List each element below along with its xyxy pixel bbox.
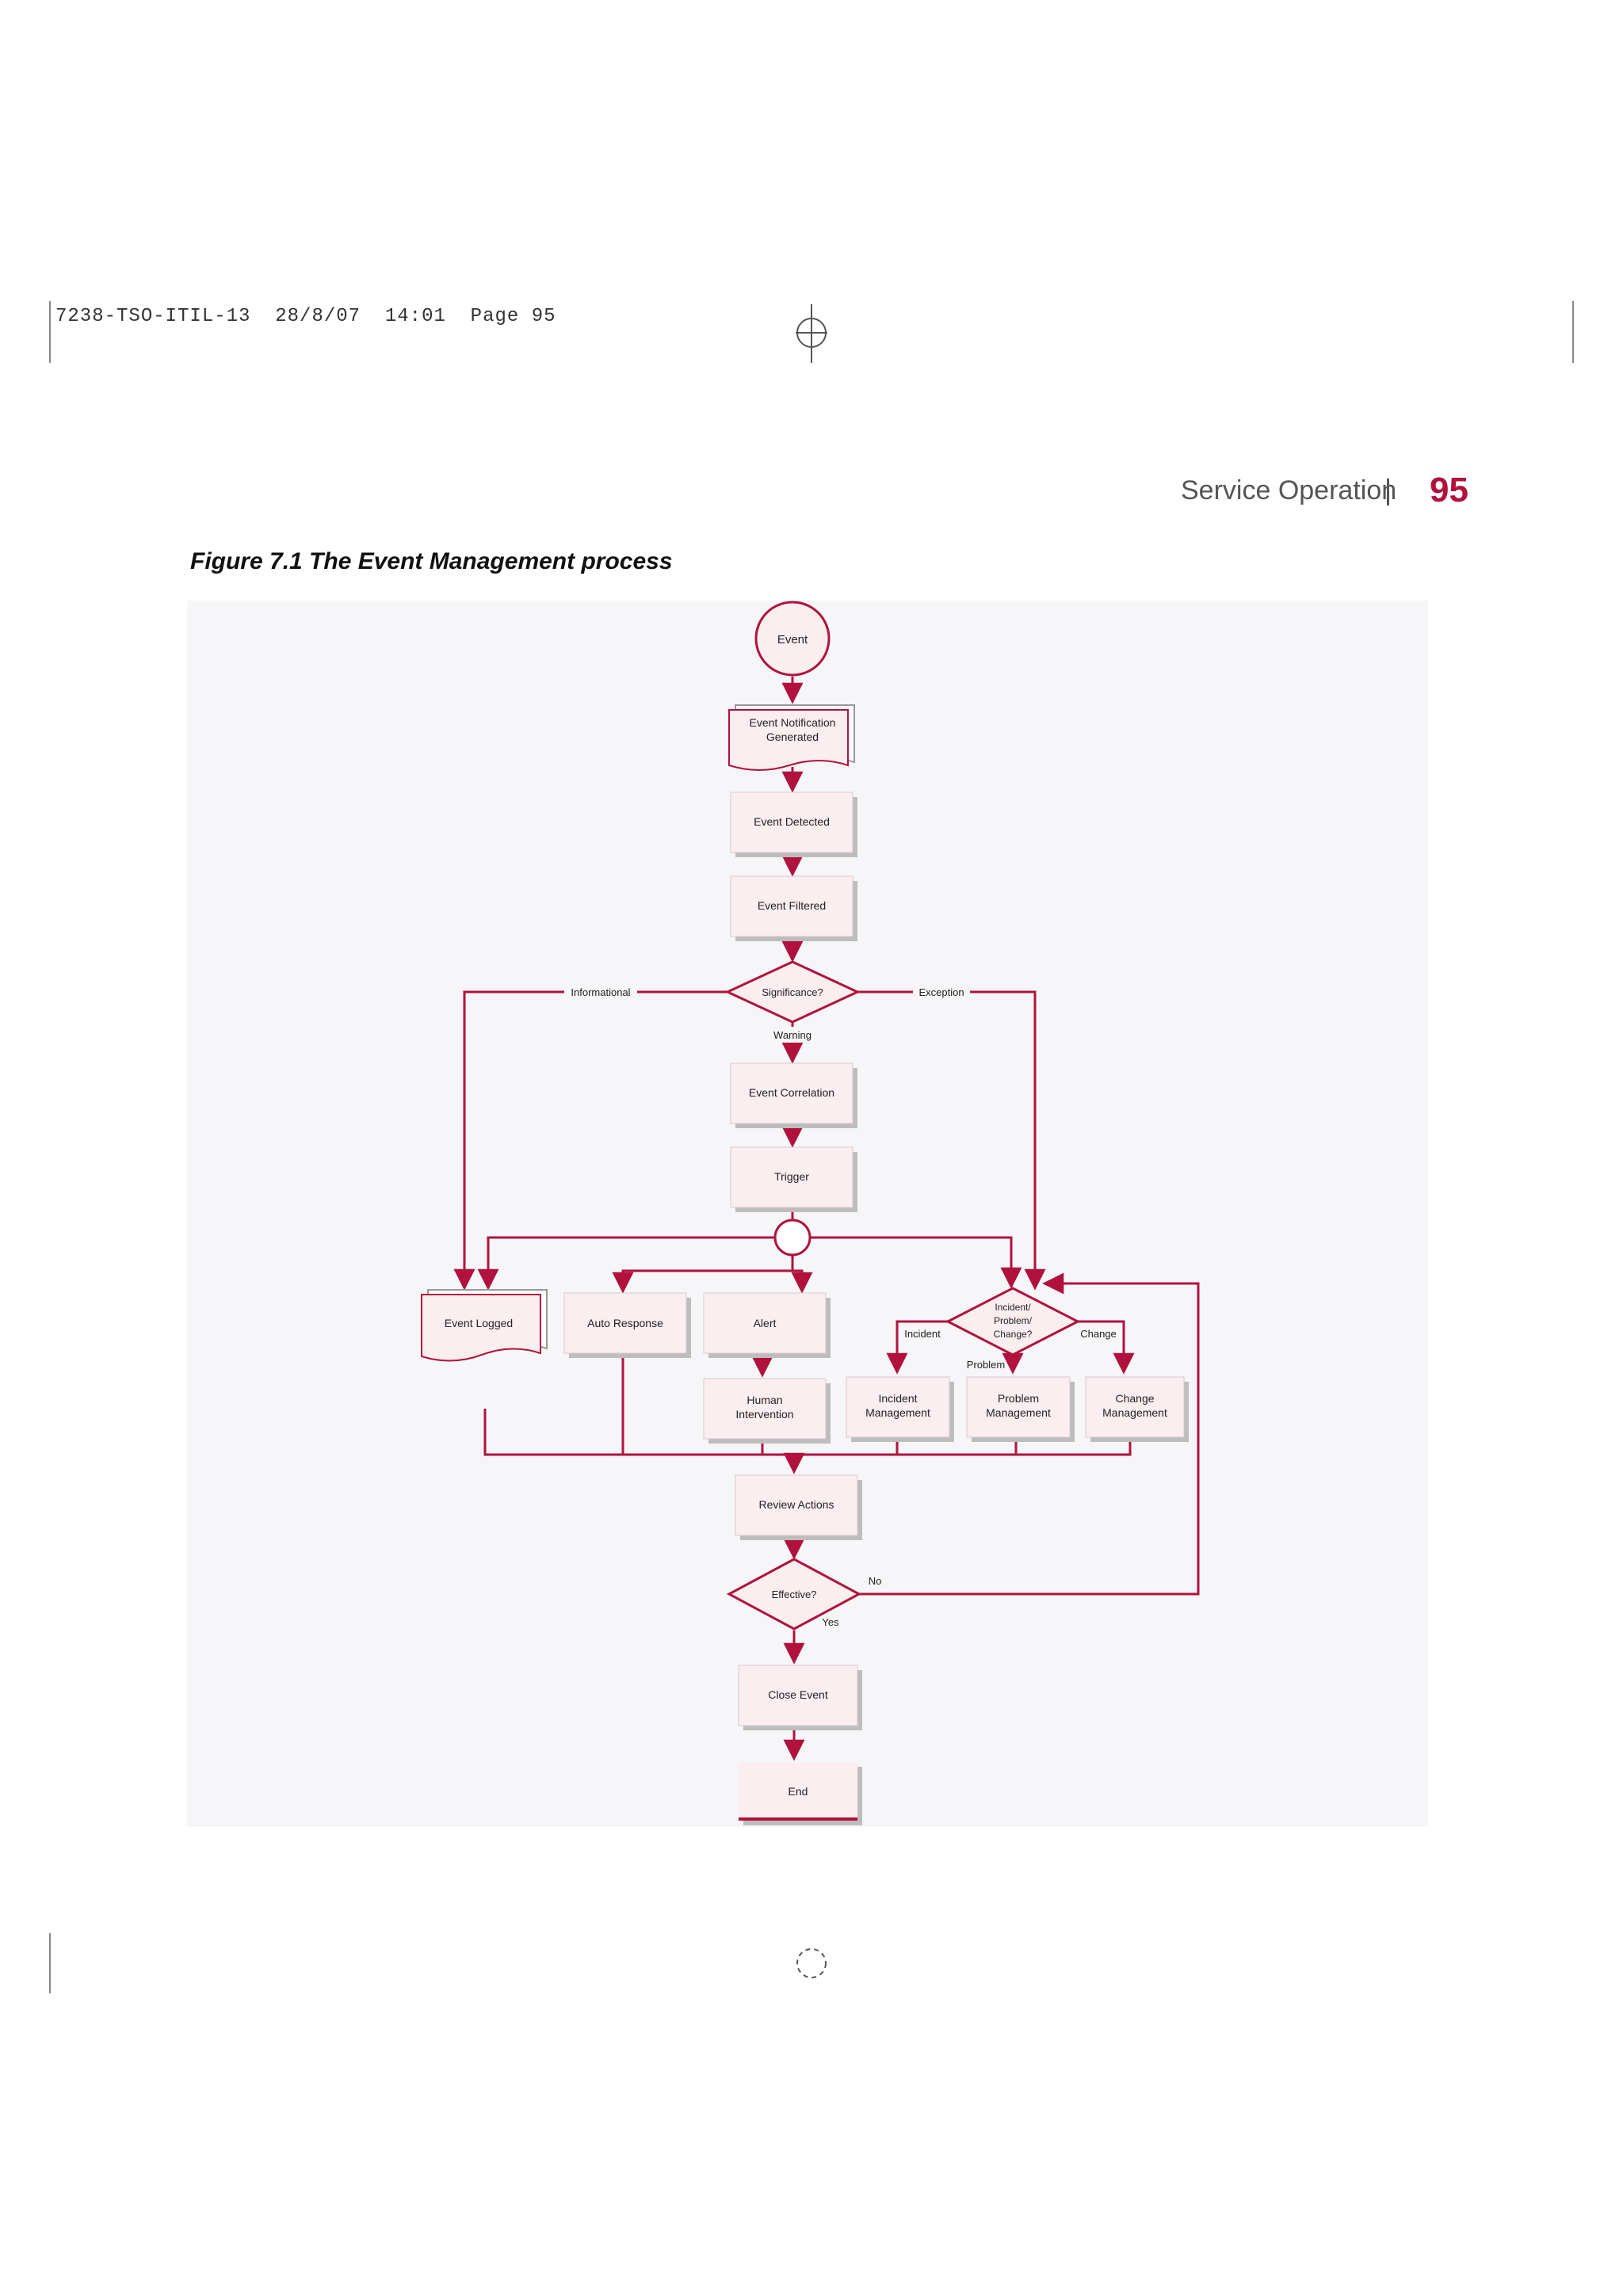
node-effective: Effective? [726,1558,862,1630]
node-event-notification-line-2: Generated [766,730,819,743]
node-event-detected-label: Event Detected [754,815,830,828]
edge-labels: Informational Exception Warning Incident… [564,984,1117,1628]
node-event-logged: Event Logged [421,1289,548,1362]
node-incident-management-line-1: Incident [878,1392,917,1405]
node-effective-label: Effective? [772,1589,817,1600]
label-incident: Incident [904,1328,941,1340]
edge-no-loop [857,1272,1200,1596]
node-trigger: Trigger [730,1146,857,1212]
node-problem-management-line-2: Management [986,1406,1051,1419]
node-incident-management-line-2: Management [865,1406,930,1419]
edge-junction-to-ipc [810,1236,1022,1289]
node-review-actions-label: Review Actions [759,1498,834,1511]
label-warning: Warning [773,1029,812,1041]
label-change: Change [1080,1328,1117,1340]
node-junction [773,1219,812,1257]
crop-mark-left-bottom [49,1933,51,1993]
node-event-notification: Event Notification Generated [728,704,855,771]
node-close-event-label: Close Event [768,1688,828,1701]
registration-mark-top [796,304,827,363]
registration-mark-bottom [796,1948,827,1978]
label-yes: Yes [822,1616,839,1628]
connectors [453,677,1200,1761]
node-human-intervention: Human Intervention [703,1378,831,1444]
print-slug-line: 7238-TSO-ITIL-13 28/8/07 14:01 Page 95 [55,306,556,327]
node-end: End [739,1762,862,1825]
node-human-intervention-line-1: Human [747,1394,782,1406]
node-ipc-line-2: Problem/ [994,1315,1033,1326]
node-event-filtered: Event Filtered [730,875,857,941]
edge-informational [453,990,727,1291]
node-human-intervention-line-2: Intervention [735,1408,793,1421]
node-significance-label: Significance? [762,986,823,998]
node-alert-label: Alert [754,1317,777,1329]
edge-ipc-incident [886,1320,949,1375]
node-problem-management: Problem Management [966,1376,1075,1442]
node-auto-response: Auto Response [563,1292,691,1358]
node-incident-management: Incident Management [846,1376,954,1442]
running-header-section: Service Operation [1181,475,1397,505]
edge-branch-to-alert [791,1269,813,1294]
label-no: No [869,1575,882,1587]
node-end-label: End [789,1785,808,1798]
node-problem-management-line-1: Problem [998,1392,1039,1405]
edge-ipc-change [1076,1320,1135,1375]
node-change-management-line-2: Management [1102,1406,1167,1419]
crop-mark-right-top [1572,301,1574,363]
edge-exception [857,990,1046,1291]
node-review-actions: Review Actions [735,1474,862,1540]
node-incident-problem-change: Incident/ Problem/ Change? [945,1287,1081,1356]
node-event-correlation-label: Event Correlation [749,1086,834,1099]
node-alert: Alert [703,1292,831,1358]
node-significance: Significance? [724,960,861,1024]
node-change-management: Change Management [1085,1376,1189,1442]
node-event-correlation: Event Correlation [730,1062,857,1128]
node-ipc-line-3: Change? [994,1329,1033,1340]
label-informational: Informational [571,986,630,998]
figure-title: Figure 7.1 The Event Management process [190,548,673,574]
node-event: Event [754,601,831,677]
edge-junction-to-event-logged [477,1236,775,1291]
edge-branch-to-auto-response [612,1269,792,1294]
node-event-filtered-label: Event Filtered [758,899,826,912]
node-trigger-label: Trigger [774,1170,809,1183]
crop-mark-left-top [49,301,51,363]
label-problem: Problem [967,1359,1005,1371]
node-event-logged-label: Event Logged [445,1317,513,1329]
node-change-management-line-1: Change [1115,1392,1154,1405]
node-auto-response-label: Auto Response [587,1317,663,1329]
node-event-label: Event [777,633,808,646]
page-number: 95 [1430,471,1468,509]
node-close-event: Close Event [738,1665,862,1730]
running-header-divider [1387,479,1389,505]
label-exception: Exception [918,986,964,998]
node-event-detected: Event Detected [730,791,857,857]
node-ipc-line-1: Incident/ [995,1302,1031,1313]
edge-collect [483,1409,1132,1456]
node-event-notification-line-1: Event Notification [750,716,836,729]
